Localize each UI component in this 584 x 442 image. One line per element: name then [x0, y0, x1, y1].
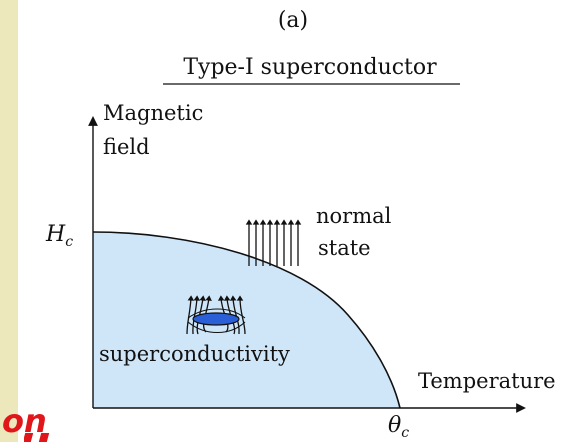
y-axis-label-line1: Magnetic	[103, 101, 203, 125]
y-axis-label-line2: field	[103, 135, 150, 159]
critical-field-label: Hc	[45, 222, 73, 250]
normal-state-label-line1: normal	[316, 204, 392, 228]
overlay-text-fragment-partial	[24, 433, 68, 442]
superconductivity-label: superconductivity	[99, 342, 290, 366]
theta-subscript: c	[401, 425, 409, 441]
diagram-title: Type-I superconductor	[183, 55, 437, 80]
normal-state-field-lines-icon	[245, 219, 302, 266]
theta-main: θ	[388, 413, 401, 438]
superconductor-disk-icon	[192, 312, 240, 326]
critical-temperature-label: θc	[388, 413, 409, 441]
hc-subscript: c	[65, 234, 73, 250]
overlay-text-fragment: on	[2, 402, 47, 440]
hc-main: H	[45, 222, 66, 247]
superconducting-region	[93, 232, 400, 408]
x-axis-label: Temperature	[418, 369, 556, 393]
panel-label: (a)	[278, 8, 308, 33]
normal-state-label-line2: state	[318, 236, 371, 260]
critical-field-curve	[92, 231, 401, 409]
